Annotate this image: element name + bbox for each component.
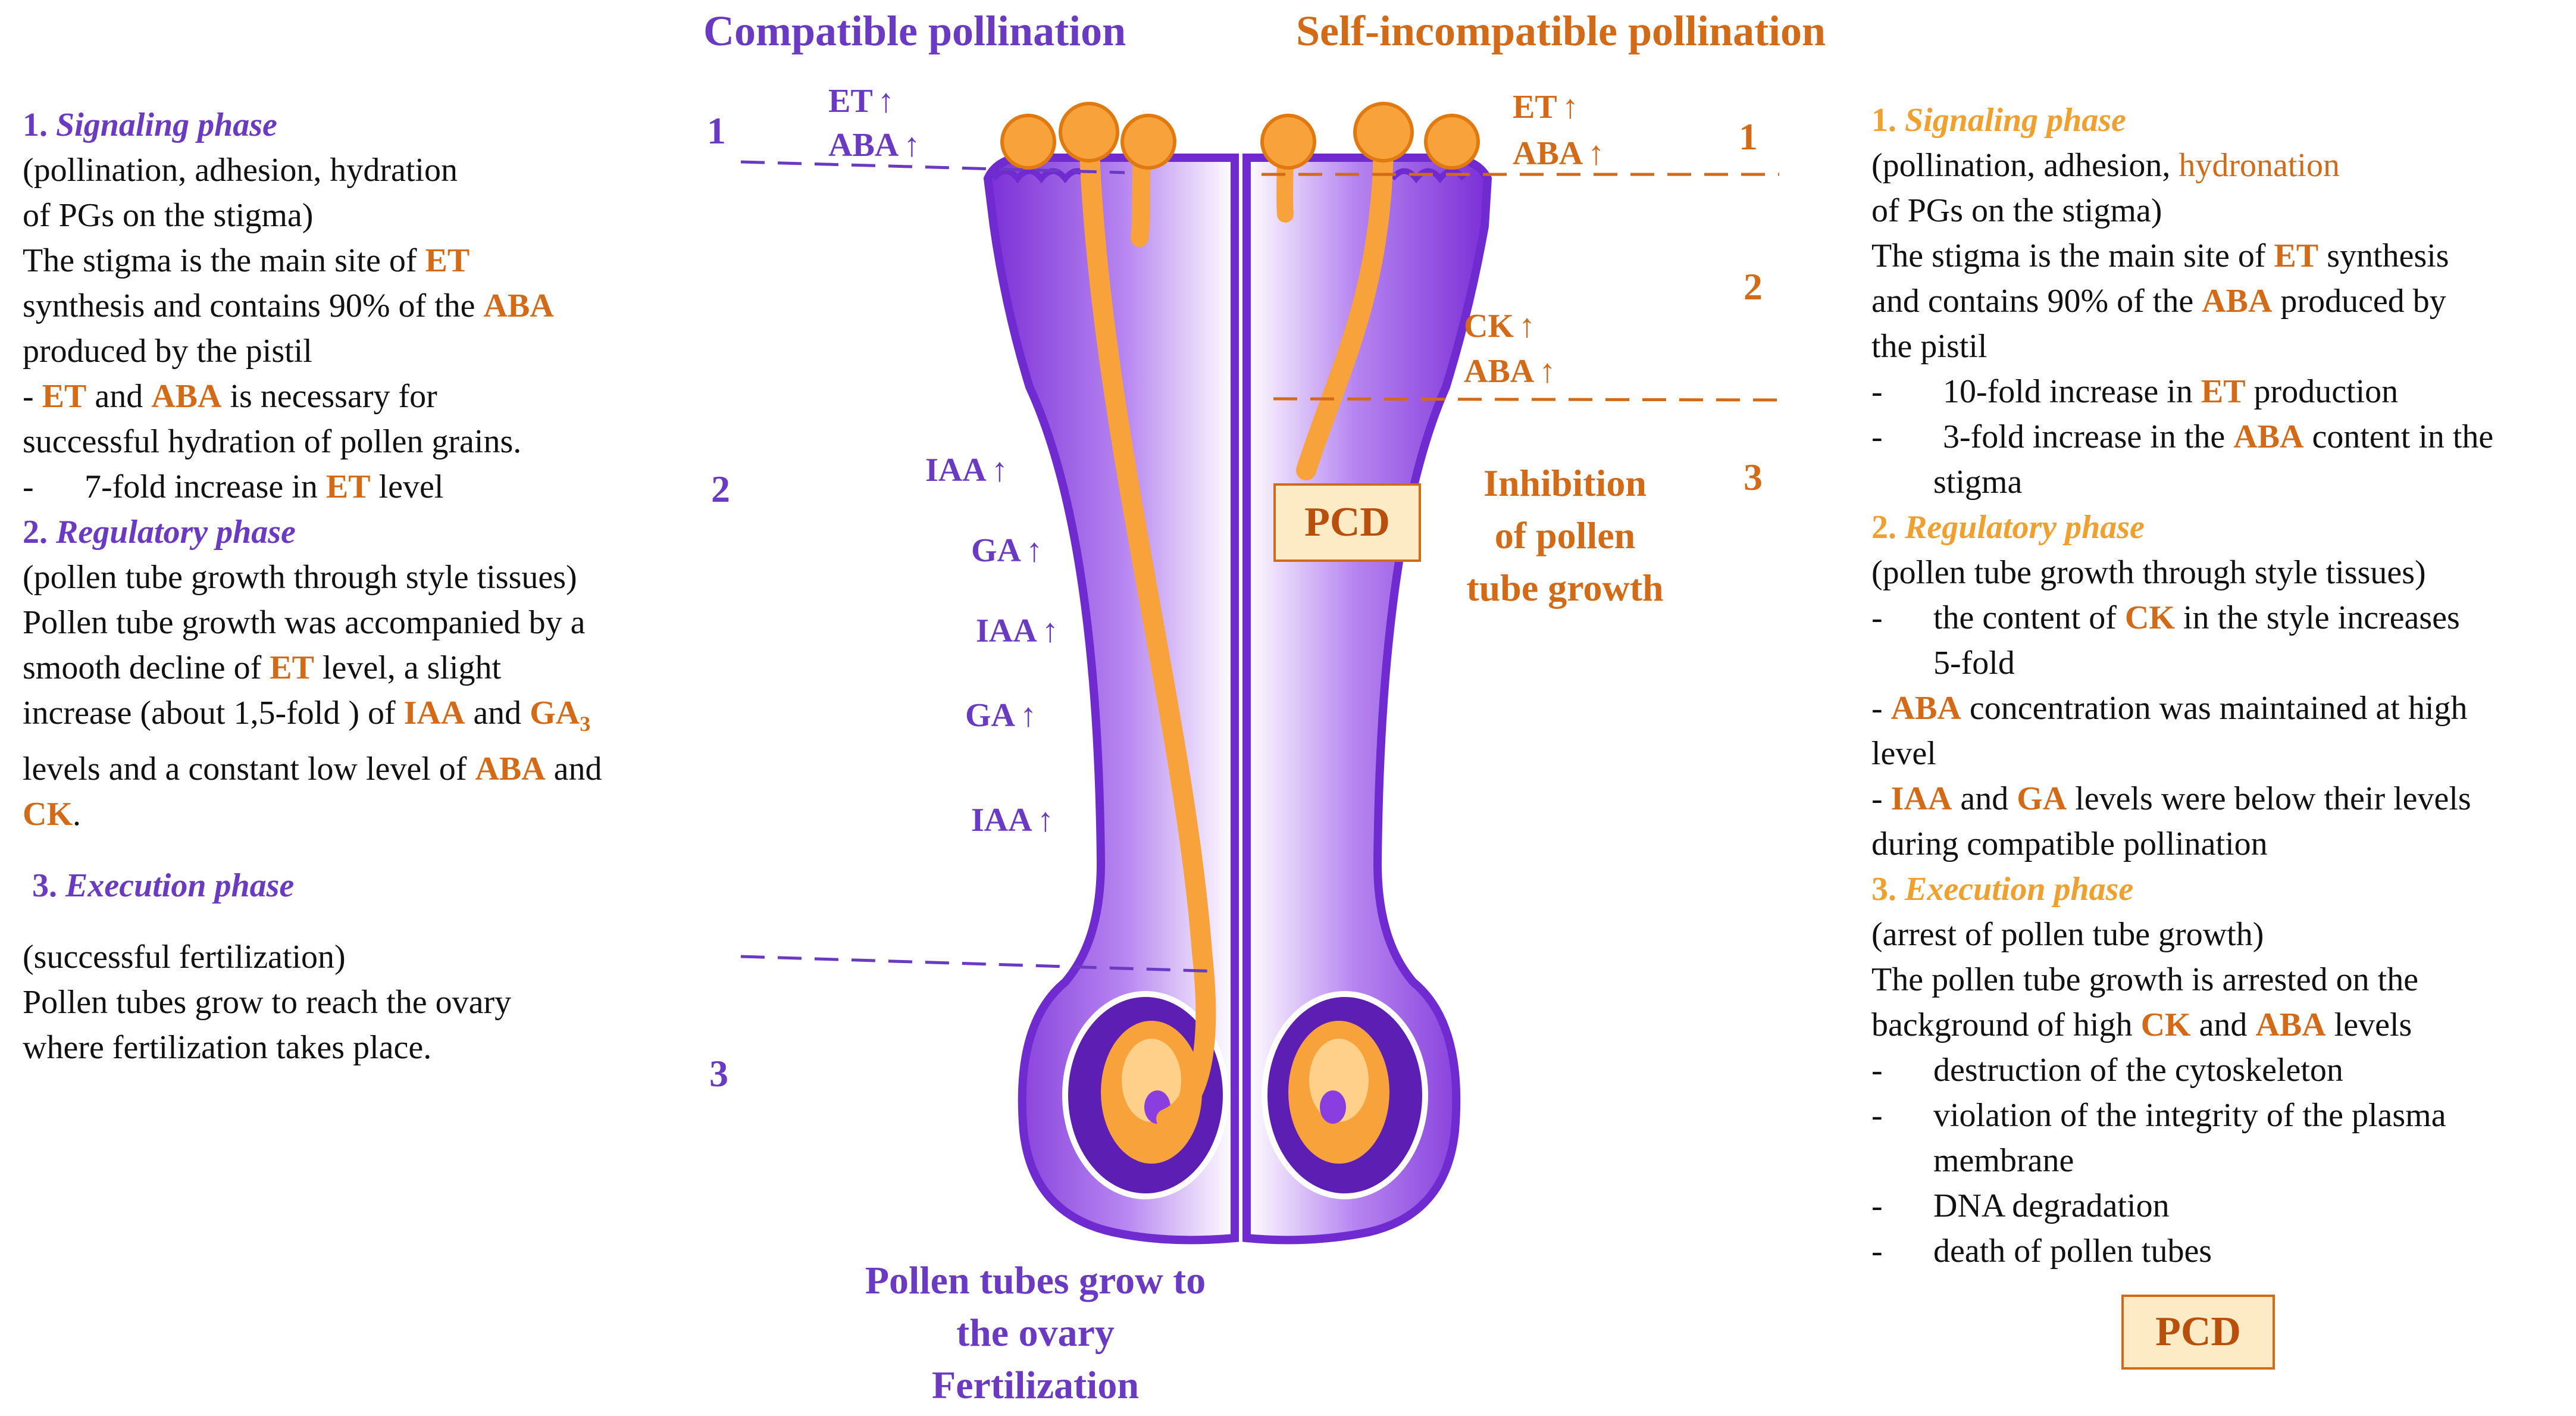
text-line: The pollen tube growth is arrested on th… (1871, 961, 2419, 998)
right-egg-cell (1320, 1090, 1346, 1124)
compatible-stage-number-2: 2 (711, 468, 730, 510)
compatible-iaa-label-1: IAA↑ (925, 452, 1008, 489)
compatible-pollination-title: Compatible pollination (703, 7, 1126, 55)
regulatory-phase-title: Regulatory phase (1905, 509, 2145, 546)
text-line: where fertilization takes place. (23, 1029, 432, 1067)
bullet-item: -10-fold increase in ET production (1871, 373, 2399, 410)
text-line: levels and a constant low level of ABA a… (23, 751, 602, 788)
up-arrow-icon: ↑ (1037, 802, 1054, 839)
text-line: smooth decline of ET level, a slight (23, 649, 502, 686)
bullet-item: -death of pollen tubes (1871, 1233, 2212, 1270)
compatible-pollen-tube-long (1079, 127, 1216, 1129)
compatible-pollen-grain-3 (1120, 114, 1176, 170)
incompatible-pollen-tube-long (1296, 139, 1394, 480)
text-line: and contains 90% of the ABA produced by (1871, 283, 2446, 320)
text-line: of PGs on the stigma) (23, 197, 314, 234)
compatible-et-label: ET↑ (828, 83, 894, 120)
text-line: - ET and ABA is necessary for (23, 378, 437, 415)
compatible-pollen-grain-1 (1000, 114, 1056, 170)
fertilization-caption: Pollen tubes grow to the ovary Fertiliza… (865, 1259, 1206, 1407)
regulatory-phase-title: Regulatory phase (56, 514, 296, 551)
bullet-item: -violation of the integrity of the plasm… (1871, 1097, 2446, 1179)
text-line: - ABA concentration was maintained at hi… (1871, 690, 2468, 727)
text-line: (pollination, adhesion, hydronation (1871, 147, 2340, 184)
left-pistil-half (983, 152, 1239, 1245)
execution-phase-title: Execution phase (1905, 871, 2134, 908)
compatible-iaa-label-3: IAA↑ (971, 802, 1054, 839)
text-line: (pollen tube growth through style tissue… (1871, 554, 2426, 591)
compatible-description: 1. Signaling phase (pollination, adhesio… (23, 102, 701, 1070)
bullet-item: -3-fold increase in the ABA content in t… (1871, 418, 2494, 501)
left-stigma-papillae (991, 168, 1091, 183)
compatible-stage-line-3 (740, 955, 1220, 973)
compatible-ga-label-1: GA↑ (971, 532, 1043, 569)
bullet-item: -destruction of the cytoskeleton (1871, 1052, 2343, 1089)
up-arrow-icon: ↑ (1561, 89, 1579, 126)
phase-number: 1. (23, 107, 48, 143)
text-line: Pollen tubes grow to reach the ovary (23, 984, 512, 1021)
bullet-item: -DNA degradation (1871, 1187, 2170, 1224)
bullet-item: -7-fold increase in ET level (23, 468, 444, 505)
incompatible-stage-number-1: 1 (1739, 115, 1758, 158)
text-line: background of high CK and ABA levels (1871, 1006, 2412, 1043)
up-arrow-icon: ↑ (991, 452, 1008, 489)
text-line: level (1871, 735, 1936, 772)
signaling-phase-title: Signaling phase (56, 107, 277, 143)
up-arrow-icon: ↑ (903, 127, 921, 164)
summary-pcd-box: PCD (2121, 1295, 2275, 1370)
text-line: - IAA and GA levels were below their lev… (1871, 780, 2471, 817)
inhibition-label: Inhibition of pollen tube growth (1466, 462, 1664, 609)
text-line: (pollination, adhesion, hydration (23, 152, 458, 189)
text-line: the pistil (1871, 328, 1987, 365)
compatible-iaa-label-2: IAA↑ (976, 612, 1059, 649)
incompatible-pollen-grain-3 (1424, 114, 1480, 170)
up-arrow-icon: ↑ (877, 83, 894, 120)
text-line: during compatible pollination (1871, 826, 2268, 862)
text-line: Pollen tube growth was accompanied by a (23, 604, 586, 641)
bullet-item: -the content of CK in the style increase… (1871, 599, 2460, 682)
text-line: increase (about 1,5-fold ) of IAA and GA… (23, 695, 591, 736)
compatible-stage-number-3: 3 (709, 1052, 728, 1095)
incompatible-aba-label: ABA↑ (1513, 135, 1605, 172)
right-stigma-papillae (1390, 168, 1466, 183)
text-line: (successful fertilization) (23, 939, 346, 976)
incompatible-stage-line-2 (1273, 397, 1780, 402)
text-line: The stigma is the main site of ET synthe… (1871, 237, 2449, 274)
incompatible-stage-number-2: 2 (1744, 265, 1763, 308)
signaling-phase-title: Signaling phase (1905, 102, 2126, 139)
text-line: of PGs on the stigma) (1871, 192, 2162, 229)
compatible-stage-number-1: 1 (707, 110, 726, 152)
incompatible-stage-number-3: 3 (1744, 456, 1763, 498)
up-arrow-icon: ↑ (1026, 532, 1043, 569)
text-line: produced by the pistil (23, 333, 312, 370)
up-arrow-icon: ↑ (1588, 135, 1605, 172)
execution-phase-title: Execution phase (65, 867, 295, 905)
compatible-pollen-grain-2 (1059, 102, 1119, 162)
text-line: (pollen tube growth through style tissue… (23, 559, 577, 596)
up-arrow-icon: ↑ (1041, 612, 1059, 649)
self-incompatible-pollination-title: Self-incompatible pollination (1296, 7, 1826, 55)
compatible-stage-line-1 (740, 160, 1125, 174)
incompatible-pollen-grain-1 (1260, 114, 1316, 170)
incompatible-aba-label-2: ABA↑ (1464, 353, 1556, 390)
up-arrow-icon: ↑ (1519, 308, 1535, 345)
incompatible-et-label: ET↑ (1513, 89, 1579, 126)
diagram-pcd-box: PCD (1273, 483, 1421, 562)
compatible-aba-label: ABA↑ (828, 127, 921, 164)
self-incompatible-description: 1. Signaling phase (pollination, adhesio… (1871, 98, 2568, 1274)
text-line: The stigma is the main site of ET (23, 242, 470, 279)
incompatible-ck-label: CK↑ (1464, 308, 1535, 345)
text-line: (arrest of pollen tube growth) (1871, 916, 2264, 953)
text-line: synthesis and contains 90% of the ABA (23, 287, 554, 324)
text-line: CK. (23, 796, 81, 833)
incompatible-pollen-grain-2 (1353, 102, 1414, 162)
compatible-ga-label-2: GA↑ (965, 697, 1037, 734)
text-line: successful hydration of pollen grains. (23, 423, 522, 460)
up-arrow-icon: ↑ (1539, 353, 1556, 390)
up-arrow-icon: ↑ (1020, 697, 1037, 734)
right-pistil-half (1242, 153, 1492, 1245)
